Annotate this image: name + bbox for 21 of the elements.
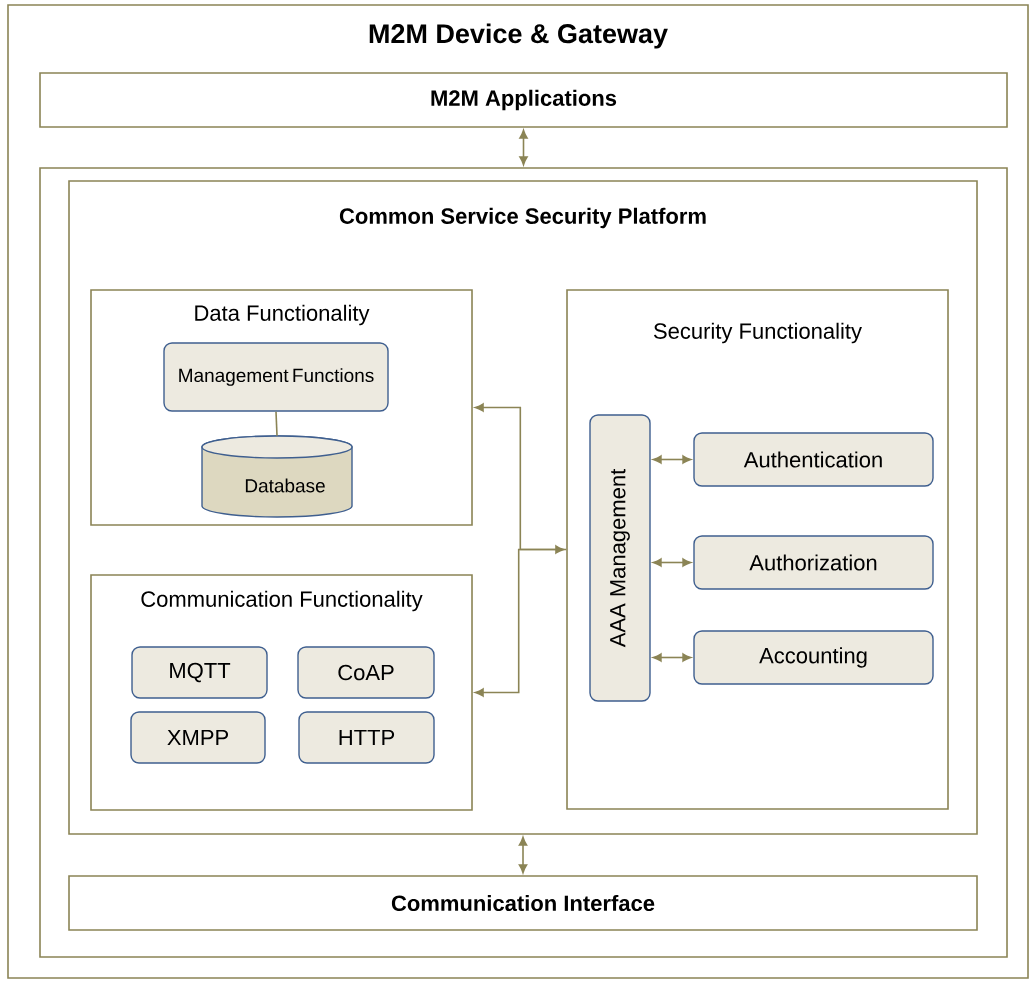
connector-line (275, 410, 278, 437)
panel (39, 167, 1008, 958)
arrow (652, 558, 692, 567)
module-box: AAA Management (589, 414, 651, 702)
module-box: Authentication (693, 432, 934, 487)
module-box: HTTP (298, 711, 435, 764)
module-box: XMPP (130, 711, 266, 764)
module-box: Management Functions (163, 342, 389, 412)
module-box: CoAP (297, 646, 435, 699)
layer-box: M2M Applications (39, 72, 1008, 128)
arrow (474, 403, 565, 554)
module-box: Accounting (693, 630, 934, 685)
module-box: Authorization (693, 535, 934, 590)
arrow (652, 653, 692, 662)
arrow (518, 836, 528, 874)
database-cylinder: Database (201, 435, 353, 518)
module-box: MQTT (131, 646, 268, 699)
arrow (652, 455, 692, 464)
arrow (519, 129, 528, 166)
layer-box: Communication Interface (68, 875, 978, 931)
arrow (474, 548, 567, 697)
